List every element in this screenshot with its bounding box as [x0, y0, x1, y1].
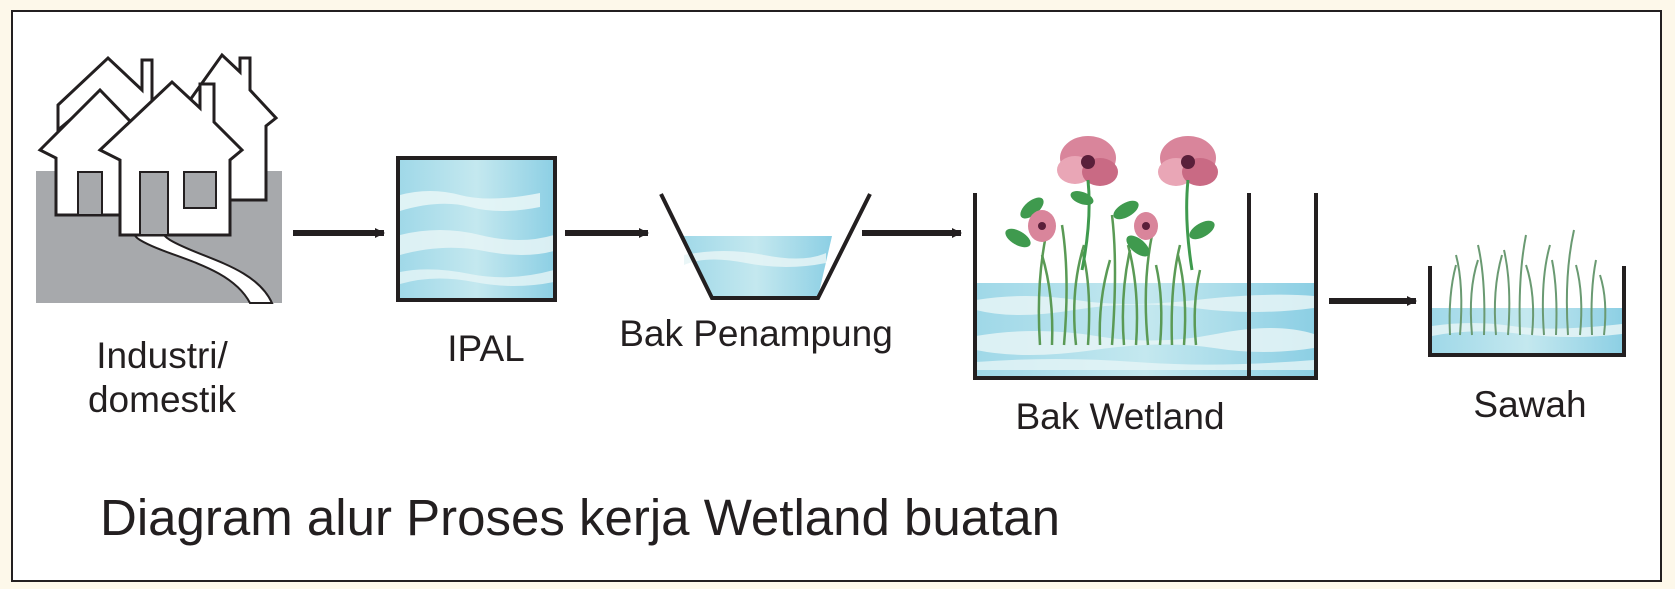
stage-label-industri: Industri/ domestik	[78, 334, 246, 422]
rice-field-icon	[1428, 229, 1626, 357]
stage-label-sawah: Sawah	[1473, 384, 1587, 425]
stage-label-industri-line1: Industri/	[96, 335, 228, 376]
wetland-basin-icon	[973, 136, 1318, 380]
stage-label-industri-line2: domestik	[87, 379, 237, 420]
holding-basin-icon	[659, 193, 872, 300]
stage-label-ipal: IPAL	[447, 328, 525, 369]
stage-label-bak-penampung: Bak Penampung	[619, 313, 893, 354]
houses-icon	[36, 52, 282, 304]
diagram-frame	[11, 10, 1662, 582]
stage-label-bak-wetland: Bak Wetland	[1015, 396, 1225, 437]
ipal-tank-icon	[396, 156, 557, 302]
diagram-title: Diagram alur Proses kerja Wetland buatan	[100, 489, 1061, 546]
